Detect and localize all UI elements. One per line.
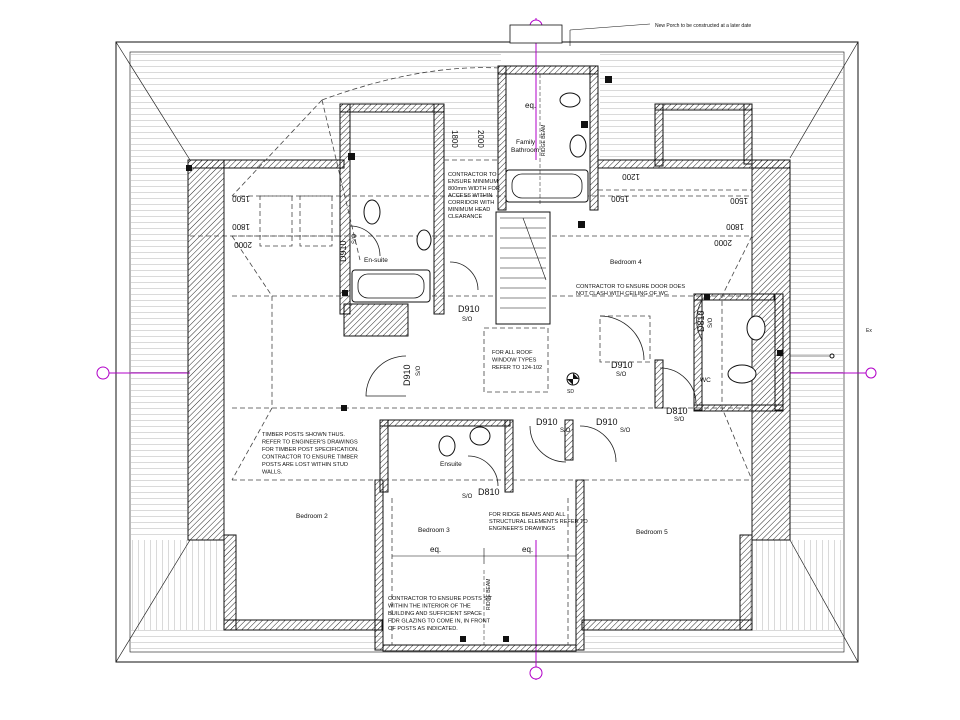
- roof-dashed-lines: [190, 67, 753, 645]
- room-label-bedroom5: Bedroom 5: [636, 529, 668, 536]
- room-label-bedroom4: Bedroom 4: [610, 259, 642, 266]
- dim-1800-left: 1800: [232, 222, 250, 231]
- sanitary-fittings: [351, 92, 766, 457]
- door-tag-so: S/O: [352, 233, 358, 244]
- dimension-labels: 1500 1800 2000 1500 1200 1500 1800 2000 …: [232, 101, 748, 564]
- porch-note: New Porch to be constructed at a later d…: [655, 23, 751, 29]
- door-tag-so: S/O: [462, 317, 473, 323]
- dim-1800-vert: 1800: [450, 130, 459, 148]
- dim-1800-right: 1800: [726, 222, 744, 231]
- door-tag-so: S/O: [616, 372, 627, 378]
- door-tag-d910: D910: [338, 240, 348, 262]
- door-tag-d810: D810: [478, 487, 500, 497]
- room-label-ensuite-upper: En-suite: [364, 257, 388, 264]
- exit-label: Ex: [866, 328, 872, 334]
- door-tags: D910 S/O D910 S/O D910 S/O D910 S/O D810…: [338, 233, 714, 500]
- dim-1200: 1200: [622, 172, 640, 181]
- door-tag-d910: D910: [611, 360, 633, 370]
- ridge-beam-labels: RIDGE BEAM RIDGE BEAM: [483, 74, 547, 645]
- ridge-beam-label-bottom: RIDGE BEAM: [486, 579, 492, 610]
- dim-2000-vert: 2000: [476, 130, 485, 148]
- porch: New Porch to be constructed at a later d…: [509, 23, 751, 46]
- door-tag-so: S/O: [674, 417, 685, 423]
- section-marker: SD: [566, 372, 580, 395]
- dim-1500-left: 1500: [232, 194, 250, 203]
- stair: [495, 211, 551, 325]
- door-swings: [349, 225, 703, 487]
- door-tag-d810: D810: [666, 406, 688, 416]
- dim-2000-right: 2000: [714, 238, 732, 247]
- dim-1500-mid: 1500: [611, 194, 629, 203]
- door-tag-so: S/O: [560, 428, 571, 434]
- door-tag-d910: D910: [402, 364, 412, 386]
- door-tag-so: S/O: [708, 317, 714, 328]
- room-label-bedroom2: Bedroom 2: [296, 513, 328, 520]
- section-marker-label: SD: [567, 389, 574, 395]
- door-tag-so: S/O: [620, 428, 631, 434]
- door-tag-so: S/O: [416, 365, 422, 376]
- dim-eq-right: eq.: [522, 545, 533, 554]
- door-tag-so: S/O: [462, 494, 473, 500]
- note-timber-posts: TIMBER POSTS SHOWN THUS.REFER TO ENGINEE…: [262, 432, 359, 476]
- floor-area: [187, 65, 791, 652]
- dim-2000-left: 2000: [234, 240, 252, 249]
- ridge-beam-label-top: RIDGE BEAM: [541, 125, 547, 156]
- right-exit: Ex: [790, 328, 872, 359]
- dim-eq-left: eq.: [430, 545, 441, 554]
- room-label-ensuite-lower: Ensuite: [440, 461, 462, 468]
- door-tag-d810: D810: [696, 310, 706, 332]
- room-label-wc: WC: [700, 377, 711, 384]
- room-label-bedroom3: Bedroom 3: [418, 527, 450, 534]
- dim-1500-right: 1500: [730, 196, 748, 205]
- door-tag-d910: D910: [536, 417, 558, 427]
- door-tag-d910: D910: [458, 304, 480, 314]
- door-tag-d910: D910: [596, 417, 618, 427]
- dim-eq-top: eq.: [525, 101, 536, 110]
- timber-posts: [186, 76, 783, 642]
